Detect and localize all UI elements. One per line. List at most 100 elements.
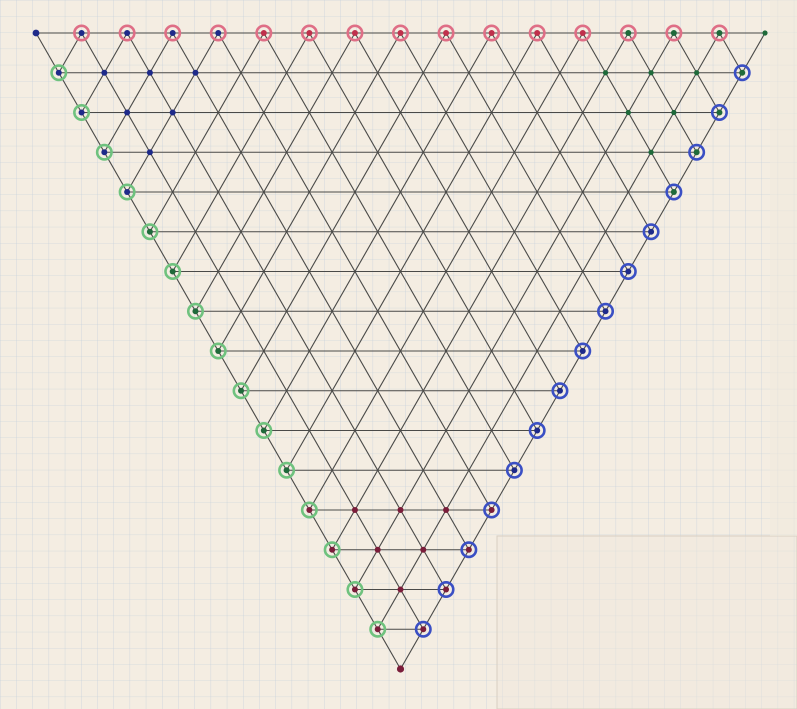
node-dot: [488, 30, 495, 36]
maroon-interior-dot: [374, 546, 381, 553]
node-dot: [124, 30, 131, 36]
lattice-diagonal-line: [308, 32, 584, 511]
red-ring-marker: [300, 24, 318, 42]
lattice-diagonal-line: [149, 32, 265, 233]
lattice-diagonal-line: [194, 32, 356, 312]
node-dot: [511, 467, 518, 474]
node-dot: [283, 467, 290, 474]
blue-ring-marker: [574, 342, 592, 360]
node-dot: [329, 546, 336, 553]
lattice-diagonal-line: [377, 32, 720, 630]
corner-dot: [762, 30, 768, 36]
red-ring-marker: [528, 24, 546, 42]
node-dot: [443, 30, 450, 36]
lattice-diagonal-line: [627, 32, 698, 153]
node-dot: [124, 189, 131, 195]
node-dot: [351, 586, 358, 593]
blue-ring-marker: [414, 620, 432, 638]
node-dot: [739, 69, 746, 76]
blue-ring-marker: [551, 382, 569, 400]
green-ring-marker: [164, 262, 182, 280]
node-dot: [716, 30, 723, 36]
node-dot: [78, 30, 85, 36]
node-dot: [306, 30, 313, 36]
blue-ring-marker: [483, 501, 501, 519]
node-dot: [625, 268, 632, 275]
maroon-interior-dot: [420, 546, 427, 553]
red-ring-marker: [483, 24, 501, 42]
lattice-diagonal-line: [354, 32, 675, 590]
blue-interior-dot: [101, 69, 108, 76]
blue-interior-dot: [146, 69, 153, 76]
node-dot: [556, 387, 563, 394]
node-dot: [101, 149, 108, 156]
node-dot: [192, 308, 199, 315]
red-ring-marker: [391, 24, 409, 42]
node-dot: [169, 268, 176, 275]
green-ring-marker: [369, 620, 387, 638]
paper-edge: [770, 0, 797, 536]
lattice-diagonal-line: [536, 32, 652, 233]
node-dot: [420, 626, 427, 633]
node-dot: [602, 308, 609, 315]
lattice-diagonal-line: [103, 32, 174, 153]
blue-ring-marker: [642, 223, 660, 241]
blue-interior-dot: [169, 109, 176, 116]
lattice-diagonal-line: [263, 32, 493, 431]
blue-ring-marker: [710, 104, 728, 122]
red-ring-marker: [619, 24, 637, 42]
green-ring-marker: [50, 64, 68, 82]
green-ring-marker: [186, 302, 204, 320]
node-dot: [351, 30, 358, 36]
blue-ring-marker: [505, 461, 523, 479]
node-dot: [169, 30, 176, 36]
red-ring-marker: [710, 24, 728, 42]
triangular-lattice: [35, 32, 766, 670]
maroon-interior-dot: [397, 586, 404, 593]
green-ring-marker: [73, 104, 91, 122]
blue-ring-marker: [733, 64, 751, 82]
node-dot: [397, 30, 404, 36]
blue-interior-dot: [192, 69, 199, 76]
blue-interior-dot: [146, 149, 153, 156]
node-dot: [670, 189, 677, 195]
blue-ring-marker: [688, 143, 706, 161]
node-dot: [716, 109, 723, 116]
green-ring-marker: [232, 382, 250, 400]
green-ring-marker: [346, 580, 364, 598]
node-dot: [579, 348, 586, 354]
lattice-diagonal-line: [217, 32, 401, 352]
green-ring-marker: [95, 143, 113, 161]
red-ring-marker: [118, 24, 136, 42]
node-dot: [146, 228, 153, 235]
lattice-diagonal-line: [331, 32, 629, 551]
node-dot: [306, 507, 313, 513]
lattice-diagonal-line: [263, 32, 515, 471]
blue-ring-marker: [528, 421, 546, 439]
corner-dot: [32, 29, 40, 37]
node-dot: [670, 30, 677, 36]
blue-ring-marker: [460, 541, 478, 559]
node-dot: [534, 427, 541, 434]
red-ring-marker: [574, 24, 592, 42]
green-interior-dot: [602, 70, 609, 76]
node-dot: [579, 30, 586, 36]
lattice-diagonal-line: [81, 32, 424, 630]
node-dot: [488, 507, 495, 513]
lattice-diagonal-line: [172, 32, 470, 551]
node-dot: [260, 30, 267, 36]
maroon-interior-dot: [351, 507, 358, 513]
green-ring-marker: [255, 421, 273, 439]
paper-patch-grid: [497, 536, 797, 709]
red-ring-marker: [437, 24, 455, 42]
green-ring-marker: [209, 342, 227, 360]
lattice-diagonal-line: [172, 32, 310, 272]
maroon-interior-dot: [397, 507, 404, 513]
red-ring-marker: [73, 24, 91, 42]
green-interior-dot: [671, 109, 677, 116]
lattice-diagonal-line: [240, 32, 447, 392]
node-dot: [648, 228, 655, 235]
lattice-diagonal-line: [354, 32, 561, 392]
